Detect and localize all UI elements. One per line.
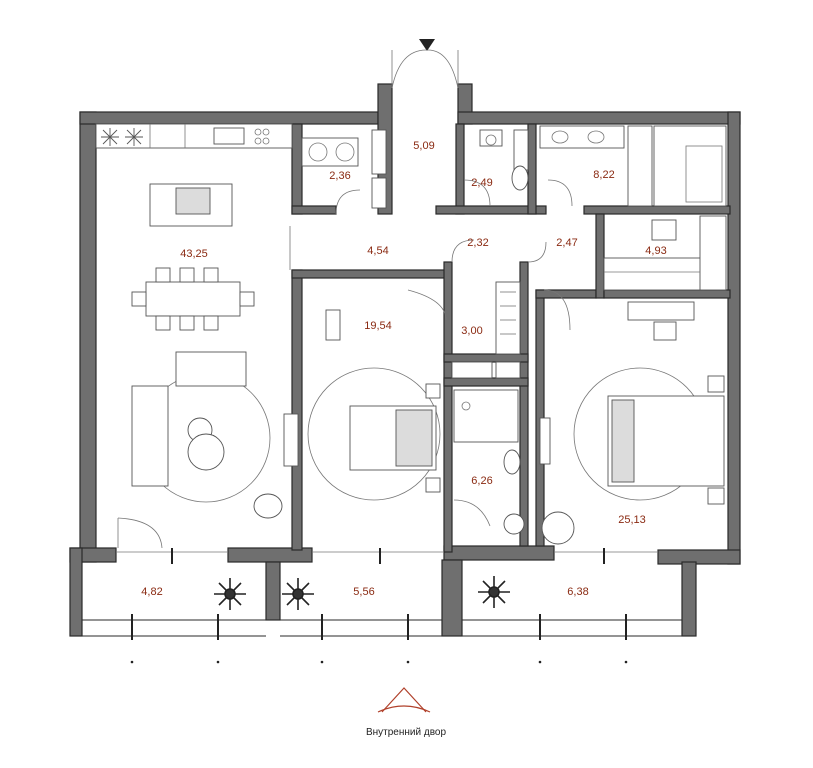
wall-loggia-left [69, 547, 83, 637]
snowflake-icon [101, 128, 143, 146]
wall-dressing-bottom [603, 289, 731, 299]
courtyard-view-icon [377, 687, 431, 713]
entrance [391, 39, 459, 89]
windows [116, 548, 658, 564]
area-bedroom-1: 19,54 [364, 320, 392, 332]
loggias [82, 614, 682, 664]
area-corridor-2: 2,47 [556, 237, 577, 249]
plant-icon [214, 576, 510, 610]
closet-furniture [451, 281, 521, 379]
wall-utility-bottom [291, 205, 337, 215]
wall-master-top-left [535, 289, 597, 299]
kitchen-counter [95, 123, 293, 149]
wall-loggia-right [681, 561, 697, 637]
dressing-furniture [603, 215, 727, 291]
wall-closet-bottom [443, 353, 529, 363]
area-dressing: 4,93 [645, 245, 666, 257]
wall-left [79, 111, 97, 563]
armchair [541, 511, 575, 545]
wall-wc-bottom [435, 205, 547, 215]
wall-top-left [79, 111, 379, 125]
cooktop-icon [254, 128, 270, 145]
wall-top-right [457, 111, 741, 125]
wall-utility-left [291, 123, 303, 215]
wall-bedroom1-left [291, 269, 303, 551]
utility-furniture [301, 129, 387, 215]
living-door [117, 517, 163, 549]
kitchen-living-furniture [95, 123, 293, 549]
area-bedroom-master: 25,13 [618, 514, 646, 526]
wall-dressing-left [595, 213, 605, 299]
area-kitchen-living: 43,25 [180, 248, 208, 260]
wall-bedroom1-right [443, 261, 453, 553]
area-hall: 4,54 [367, 245, 388, 257]
area-loggia-3: 6,38 [567, 586, 588, 598]
entrance-arrow-icon [419, 39, 435, 51]
hall-doors [289, 226, 571, 331]
wall-bedroom1-top [291, 269, 449, 279]
coffee-table [187, 433, 225, 471]
entrance-door-left [391, 49, 427, 89]
sink-icon [213, 127, 245, 145]
area-bathroom: 8,22 [593, 169, 614, 181]
area-corridor: 2,32 [467, 237, 488, 249]
wc-furniture [463, 129, 529, 207]
area-entrance-vestibule: 5,09 [413, 140, 434, 152]
wall-right [727, 111, 741, 565]
wall-shower-right [519, 261, 529, 547]
area-closet: 3,00 [461, 325, 482, 337]
lounge-chair [253, 493, 283, 519]
area-wc: 2,49 [471, 177, 492, 189]
wall-bottom-4 [657, 549, 741, 565]
entrance-door-right [427, 49, 459, 89]
wall-loggia-mid-2 [441, 559, 463, 637]
wall-loggia-mid-1 [265, 561, 281, 621]
orientation-label: Внутренний двор [366, 727, 446, 738]
outer-walls [69, 83, 741, 637]
area-shower: 6,26 [471, 475, 492, 487]
armchair-top [175, 351, 247, 387]
wall-bath-bottom [583, 205, 731, 215]
wall-bottom-3 [443, 545, 555, 561]
area-loggia-1: 4,82 [141, 586, 162, 598]
bedroom-1-furniture [283, 309, 441, 501]
bathroom-furniture [539, 125, 727, 207]
wall-wc-left [455, 123, 465, 215]
wall-wc-right [527, 123, 537, 215]
area-utility: 2,36 [329, 170, 350, 182]
area-labels: 5,09 2,36 2,49 8,22 43,25 4,54 2,32 2,47… [141, 140, 666, 598]
area-loggia-2: 5,56 [353, 586, 374, 598]
island-cooktop [175, 187, 211, 215]
shower-furniture [453, 389, 525, 535]
dining-table [131, 267, 255, 331]
wall-shower-top [443, 377, 529, 387]
bedroom-master-furniture [539, 301, 725, 545]
sofa [131, 385, 169, 487]
